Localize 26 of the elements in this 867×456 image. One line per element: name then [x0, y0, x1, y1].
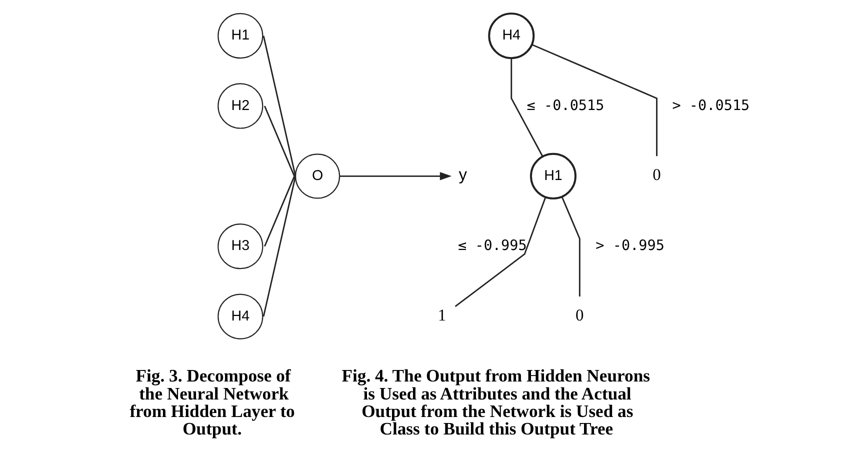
node-text: 1 [437, 304, 446, 324]
edge-label: > -0.0515 [672, 97, 750, 114]
connector [262, 176, 296, 316]
node-text: y [458, 164, 467, 184]
node-circle: H3 [217, 223, 263, 269]
label: Fig. 4. The Output from Hidden Neurons is Used as Attributes and the Actual Output from the Network is Used as Class to Build this Output Tree [341, 365, 650, 438]
node-circle: H2 [217, 82, 263, 128]
node-circle: O [294, 153, 340, 198]
node-circle: H4 [488, 12, 534, 59]
node-circle: H1 [529, 152, 576, 199]
connector [510, 58, 543, 156]
connector [560, 196, 580, 296]
connector [262, 35, 296, 176]
arrow [339, 172, 452, 180]
node-circle: H4 [217, 293, 263, 339]
connector [263, 175, 295, 246]
edge-label: > -0.995 [595, 238, 664, 254]
node-text: 0 [575, 304, 584, 324]
connector [263, 105, 295, 176]
edge-label: ≤ -0.0515 [526, 97, 604, 114]
edge-label: ≤ -0.995 [457, 238, 526, 254]
connector [531, 44, 657, 156]
connector [454, 196, 546, 307]
node-circle: H1 [217, 12, 263, 58]
label: Fig. 3. Decompose of the Neural Network from Hidden Layer to Output. [129, 365, 294, 438]
node-text: 0 [652, 164, 660, 184]
